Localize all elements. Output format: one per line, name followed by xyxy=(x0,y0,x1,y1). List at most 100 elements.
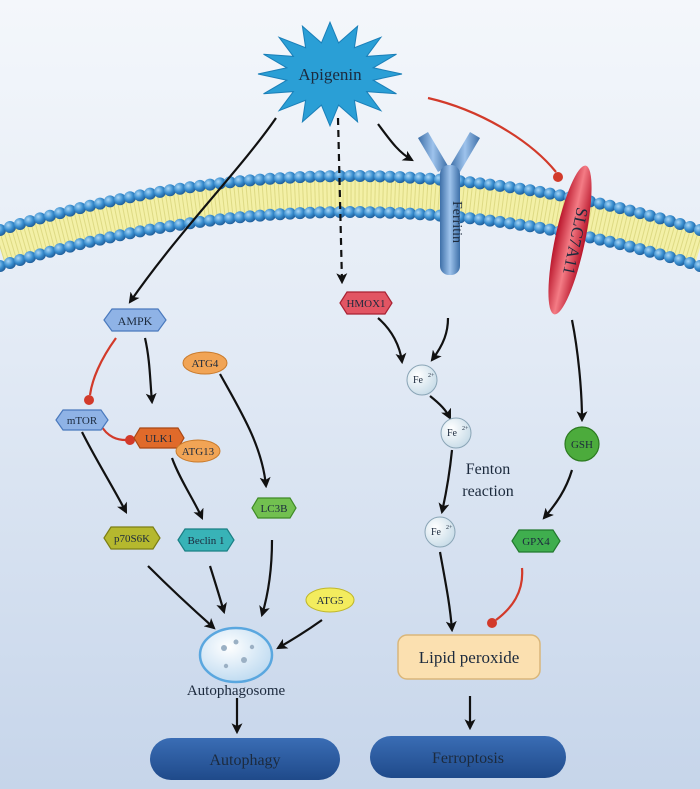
inhibit-head-ulk1 xyxy=(125,435,135,445)
phospholipid-head xyxy=(254,173,266,186)
phospholipid-head xyxy=(674,218,686,230)
phospholipid-head xyxy=(504,217,516,230)
phospholipid-head xyxy=(614,238,626,251)
inhibit-apigenin-slc7a11 xyxy=(427,96,557,173)
apigenin-label: Apigenin xyxy=(298,65,362,84)
atg4-label: ATG4 xyxy=(192,358,219,370)
autophagosome: Autophagosome xyxy=(187,626,285,699)
node-ampk: AMPK xyxy=(103,308,167,332)
arrow-slc7a11-gsh xyxy=(570,319,588,423)
fe-charge: 2+ xyxy=(428,373,435,379)
fe-charge: 2+ xyxy=(462,426,469,432)
vesicle-particle xyxy=(221,645,227,651)
arrow-beclin1-autophagosome xyxy=(208,565,227,615)
fe-ion-2: Fe 2+ xyxy=(440,417,472,449)
lipid-peroxide-label: Lipid peroxide xyxy=(419,648,520,667)
phospholipid-head xyxy=(654,248,666,261)
phospholipid-head xyxy=(474,213,486,226)
phospholipid-head xyxy=(634,207,646,220)
phospholipid-head xyxy=(34,248,46,261)
autophagy-outcome: Autophagy xyxy=(150,738,340,780)
node-gsh: GSH xyxy=(564,426,600,462)
mtor-label: mTOR xyxy=(67,415,98,427)
phospholipid-head xyxy=(514,182,526,195)
phospholipid-head xyxy=(314,170,326,183)
phospholipid-head xyxy=(184,181,196,194)
phospholipid-head xyxy=(484,178,496,191)
arrow-hmox1-fe1 xyxy=(377,317,407,365)
arrow-fe2-fe3 xyxy=(438,449,454,515)
node-atg13: ATG13 xyxy=(175,439,221,463)
phospholipid-head xyxy=(404,171,416,184)
ferroptosis-label: Ferroptosis xyxy=(432,750,504,767)
phospholipid-head xyxy=(424,172,436,185)
phospholipid-head xyxy=(494,215,506,228)
phospholipid-head xyxy=(104,231,116,244)
phospholipid-head xyxy=(494,179,506,192)
beclin1-shape xyxy=(177,528,235,552)
autophagy-label: Autophagy xyxy=(209,752,280,769)
phospholipid-head xyxy=(94,197,106,210)
vesicle-particle xyxy=(241,657,247,663)
phospholipid-head xyxy=(324,170,336,183)
phospholipid-head xyxy=(164,184,176,197)
phospholipid-head xyxy=(194,179,206,192)
inhibit-head-slc7a11 xyxy=(553,172,563,182)
phospholipid-head xyxy=(334,206,346,218)
lipid-tail-lines xyxy=(0,177,700,265)
phospholipid-head xyxy=(244,174,256,187)
phospholipid-head xyxy=(124,191,136,204)
lc3b-label: LC3B xyxy=(261,503,288,515)
atg5-label: ATG5 xyxy=(317,595,344,607)
phospholipid-head xyxy=(604,235,616,248)
phospholipid-head xyxy=(134,225,146,238)
node-p70s6k: p70S6K xyxy=(103,526,161,550)
cell-membrane xyxy=(0,170,700,272)
node-mtor: mTOR xyxy=(55,409,109,431)
phospholipid-head xyxy=(224,212,236,225)
phospholipid-head xyxy=(4,221,16,233)
p70s6k-shape xyxy=(103,526,161,550)
phospholipid-head xyxy=(114,193,126,206)
phospholipid-head xyxy=(624,240,636,253)
phospholipid-head xyxy=(304,170,316,183)
hmox1-shape xyxy=(339,291,393,315)
phospholipid-head xyxy=(284,207,296,220)
phospholipid-head xyxy=(644,209,656,222)
ferritin-receptor: Ferritin xyxy=(418,132,480,275)
vesicle-particle xyxy=(223,663,229,669)
phospholipid-head xyxy=(354,206,366,218)
ferritin-arm-right xyxy=(450,132,480,172)
phospholipid-head xyxy=(604,199,616,212)
arrow-ulk1-beclin1 xyxy=(170,457,204,521)
phospholipid-head xyxy=(524,184,536,197)
phospholipid-head xyxy=(274,172,286,185)
autophagy-oval xyxy=(150,738,340,780)
gpx4-label: GPX4 xyxy=(522,536,550,548)
arrow-fe3-lipid xyxy=(438,551,457,633)
phospholipid-head xyxy=(414,208,426,221)
hmox1-label: HMOX1 xyxy=(346,298,385,310)
ampk-label: AMPK xyxy=(118,314,153,328)
inhibit-gpx4-lipid xyxy=(495,567,524,621)
phospholipid-head xyxy=(214,213,226,226)
mtor-shape xyxy=(55,409,109,431)
phospholipid-head xyxy=(534,185,546,198)
phospholipid-head xyxy=(464,176,476,189)
phospholipid-head xyxy=(694,224,700,236)
phospholipid-head xyxy=(134,189,146,202)
phospholipid-head xyxy=(384,206,396,219)
phospholipid-head xyxy=(394,171,406,184)
phospholipid-head xyxy=(534,221,546,234)
phospholipid-head xyxy=(674,254,686,266)
phospholipid-head xyxy=(414,172,426,185)
phospholipid-head xyxy=(54,207,66,220)
phospholipid-head xyxy=(204,214,216,227)
phospholipid-head xyxy=(84,199,96,212)
phospholipid-head xyxy=(514,218,526,231)
ferritin-label: Ferritin xyxy=(449,201,464,243)
phospholipid-head xyxy=(554,189,566,202)
fenton-label-line2: reaction xyxy=(462,483,514,500)
beclin1-label: Beclin 1 xyxy=(188,535,225,547)
